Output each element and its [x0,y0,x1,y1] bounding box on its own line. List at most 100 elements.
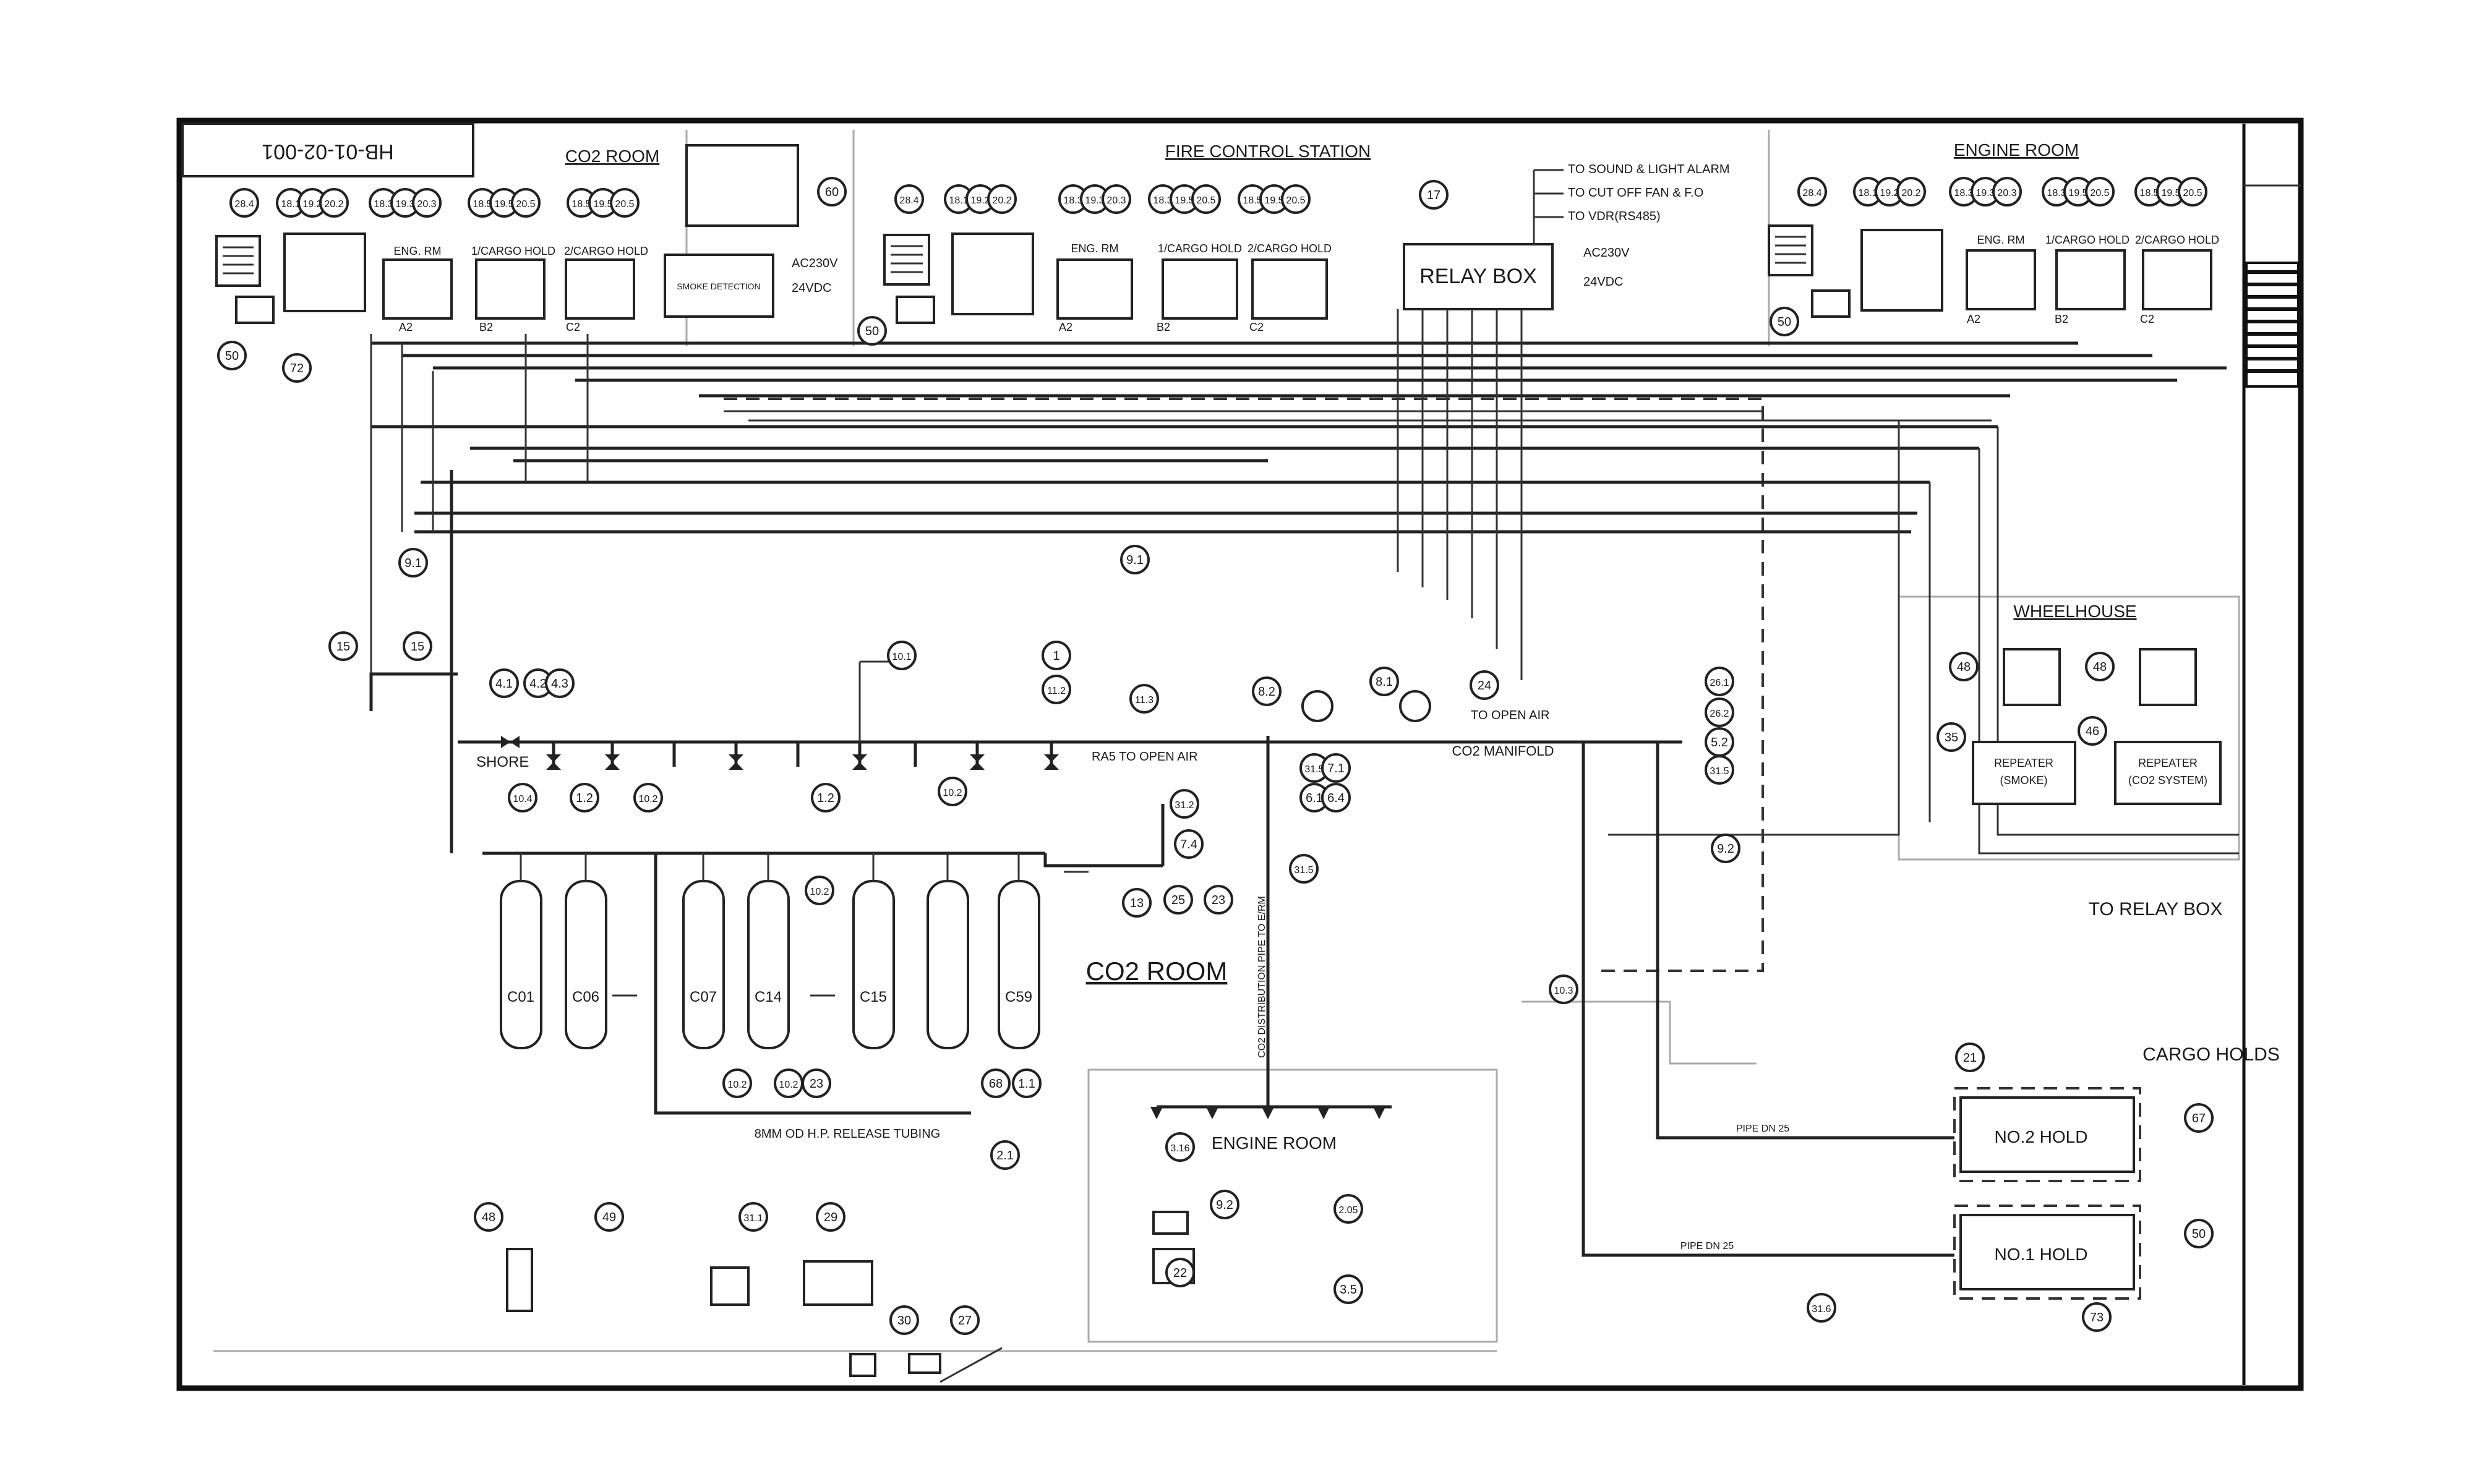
callout-label: 2.05 [1338,1205,1358,1216]
callout-label: 60 [825,186,839,199]
callout-label: 4.3 [551,677,568,691]
zone-b2-label: B2 [479,321,493,333]
engine-room-label: ENGINE ROOM [1212,1133,1337,1153]
callout-bubble [1129,684,1159,714]
callout-bubble [1333,1194,1363,1224]
callout-label: 25 [1171,893,1185,907]
callout-label: 10.2 [943,788,962,798]
callout-bubble [633,783,663,812]
smoke-detector-panel [685,144,799,227]
open-air-label-2: TO OPEN AIR [1471,709,1549,722]
callout-label: 50 [1778,315,1791,329]
wheelhouse-panel [2003,648,2061,706]
cylinder-label-c06: C06 [572,989,599,1005]
callout-bubble [981,1068,1011,1098]
callout-bubble [1549,974,1578,1004]
callout-label: 10.2 [727,1080,747,1090]
callout-bubble [894,184,924,214]
callout-label: 9.1 [404,556,422,570]
callout-bubble [2178,177,2207,207]
callout-bubble [1321,753,1351,783]
no2-hold-box [1959,1096,2135,1173]
callout-bubble [805,876,834,905]
callout-label: 9.2 [1216,1198,1233,1212]
co2-repeater-line-2: (CO2 SYSTEM) [2128,774,2207,787]
cylinder-label-c07: C07 [690,989,717,1005]
zone-a2-label: A2 [399,321,413,333]
callout-label: 3.5 [1340,1283,1357,1297]
callout-label: 20.5 [2090,188,2109,198]
callout-label: 30 [897,1314,911,1328]
zone-c2-label: C2 [566,321,580,333]
callout-bubble [1937,722,1966,752]
cargo-holds-label: CARGO HOLDS [2142,1044,2280,1065]
callout-bubble [594,1202,624,1232]
wheelhouse-panel-2 [2139,648,2197,706]
callout-label: 4.1 [495,677,513,691]
panel-list-icon [883,234,930,286]
callout-bubble [722,1068,752,1098]
callout-label: 28.4 [1802,188,1821,198]
callout-label: 20.3 [1106,195,1126,206]
co2-repeater-line-1: REPEATER [2138,757,2198,769]
callout-label: 2.1 [996,1149,1014,1162]
callout-label: 1.2 [817,791,834,805]
callout-bubble [1170,789,1199,819]
callout-label: 19.2 [302,199,322,210]
callout-label: 73 [2090,1311,2104,1324]
callout-label: 27 [958,1314,972,1328]
callout-bubble [398,548,428,578]
callout-label: 4.2 [529,677,547,691]
callout-bubble [1896,177,1926,207]
callout-label: 10.1 [892,652,911,662]
callout-bubble [328,631,358,661]
co2-header-pipe [369,470,1954,1257]
callout-label: 9.2 [1717,842,1734,856]
fire-control-station-panel-group: ENG. RM 1/CARGO HOLD 2/CARGO HOLD A2 B2 … [883,232,1332,333]
callout-label: 18.3 [1063,195,1082,206]
cargo-1-zone-panel [475,258,546,320]
callout-label: 24 [1478,679,1491,693]
callout-bubble [1165,1132,1195,1162]
er-panel-1 [1152,1211,1189,1235]
co2-room-top-label: CO2 ROOM [565,147,659,166]
cylinder-display-panel [951,232,1034,315]
callout-bubble [990,1140,1020,1170]
callout-label: 1.2 [576,791,593,805]
callout-bubble [1770,307,1799,336]
callout-label: 67 [2192,1112,2206,1125]
callout-label: 11.2 [1047,686,1066,696]
callout-bubble [1165,1258,1195,1287]
callout-label: 19.3 [1085,195,1104,206]
co2-manifold-label: CO2 MANIFOLD [1452,743,1554,759]
key-box-icon [1811,289,1851,318]
callout-bubble [1807,1293,1836,1323]
callout-bubble [2085,177,2115,207]
callout-label: 13 [1130,897,1144,910]
eng-rm-zone-panel [1966,249,2036,310]
callout-label: 18.3 [374,199,393,210]
callout-label: 48 [482,1211,495,1224]
callout-label: 10.4 [513,794,532,804]
zone-c2-label: C2 [2140,313,2154,325]
eng-rm-zone-panel [382,258,453,320]
cargo-2-zone-panel [1251,258,1328,320]
relay-box-label: RELAY BOX [1419,265,1537,288]
callout-label: 19.5 [1175,195,1194,206]
callout-bubble [403,631,432,661]
drawing-number-box [181,122,474,177]
callout-label: 20.2 [324,199,343,210]
callout-label: 26.1 [1710,678,1729,688]
callout-label: 18.1 [949,195,968,206]
eng-rm-zone-panel [1056,258,1133,320]
callout-label: 19.2 [1880,188,1899,198]
callout-label: 20.3 [417,199,436,210]
callout-label: 18.1 [281,199,300,210]
eng-rm-label: ENG. RM [1071,242,1118,255]
callout-label: 31.5 [1304,764,1324,775]
callout-label: 18.5 [1243,195,1262,206]
cargo-2-zone-panel [2142,249,2212,310]
co2-cylinder [852,880,895,1049]
callout-label: 18.3 [1954,188,1973,198]
callout-label: 6.4 [1327,791,1345,805]
